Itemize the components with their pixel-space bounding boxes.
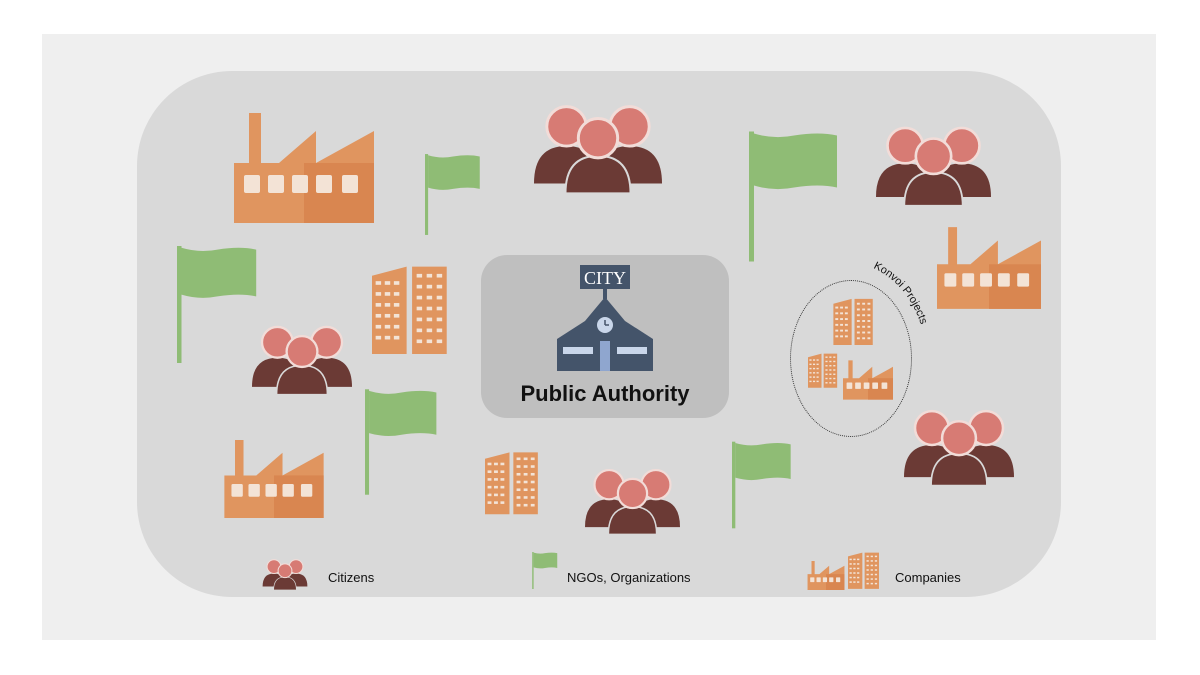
city-sign-text: CITY	[584, 268, 626, 288]
legend-companies-label: Companies	[895, 570, 961, 585]
citizens-icon	[252, 325, 352, 395]
ngo-flag-icon	[425, 153, 481, 236]
legend-ngo-flag-icon	[532, 552, 558, 589]
citizens-icon	[904, 409, 1014, 486]
ngo-flag-icon	[732, 441, 792, 529]
ngo-flag-icon	[177, 245, 258, 364]
public-authority-box: CITY Public Authority	[481, 255, 729, 418]
city-hall-icon: CITY	[557, 265, 653, 371]
office-buildings-icon	[372, 257, 454, 360]
public-authority-label: Public Authority	[520, 381, 690, 406]
office-buildings-icon	[808, 352, 840, 388]
factory-icon	[843, 360, 893, 400]
konvoi-projects-label: Konvoi Projects	[872, 260, 930, 326]
legend-ngos-label: NGOs, Organizations	[567, 570, 691, 585]
citizens-icon	[876, 126, 991, 206]
legend-factory-icon	[807, 561, 845, 590]
legend-citizens-label: Citizens	[328, 570, 375, 585]
legend-citizens-icon	[262, 559, 308, 590]
factory-icon	[233, 113, 375, 223]
citizens-icon	[585, 468, 680, 535]
office-buildings-icon	[485, 446, 543, 518]
ngo-flag-icon	[749, 130, 839, 263]
ngo-flag-icon	[365, 389, 438, 495]
factory-icon	[224, 440, 324, 518]
svg-text:Konvoi Projects: Konvoi Projects	[872, 260, 930, 326]
factory-icon	[937, 227, 1041, 309]
konvoi-projects-cluster	[790, 280, 912, 437]
citizens-icon	[534, 104, 662, 194]
legend-buildings-icon	[848, 550, 882, 590]
